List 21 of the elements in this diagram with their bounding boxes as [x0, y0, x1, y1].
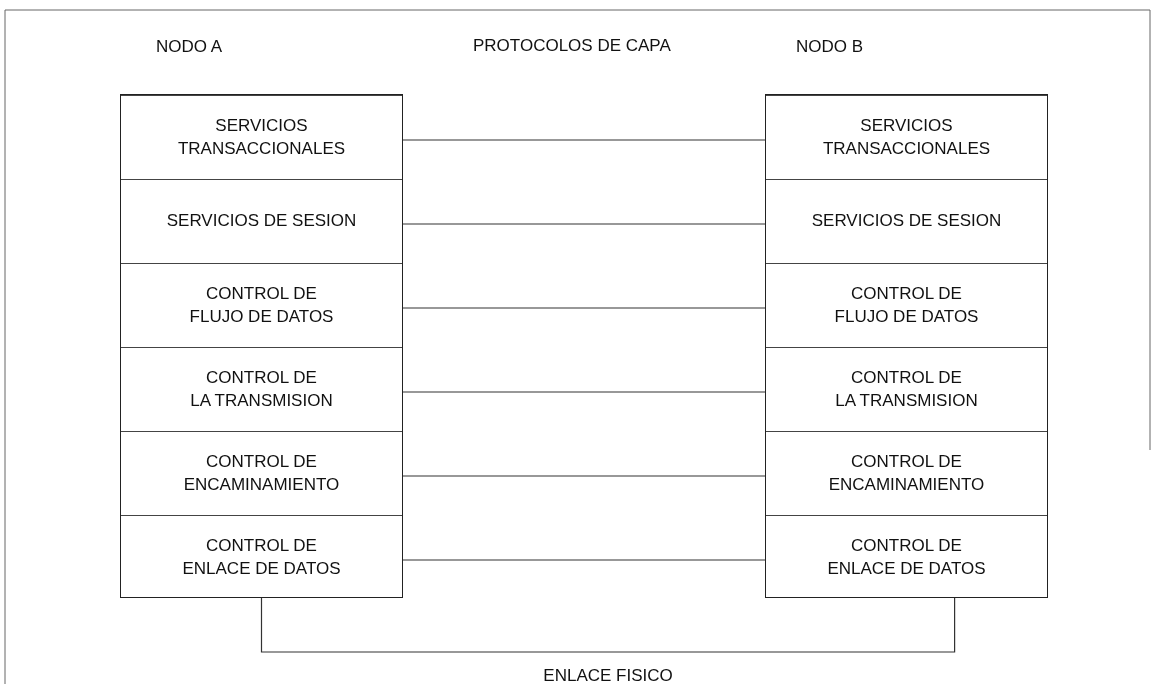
connector-line: [402, 391, 766, 393]
connector-line: [260, 597, 956, 653]
connector-line: [402, 475, 766, 477]
layer-label: CONTROL DE LA TRANSMISION: [834, 367, 979, 412]
layer-label: CONTROL DE FLUJO DE DATOS: [188, 283, 335, 328]
layer-label: CONTROL DE LA TRANSMISION: [189, 367, 334, 412]
connector-line: [402, 139, 766, 141]
connector-line: [402, 223, 766, 225]
layer-label: SERVICIOS TRANSACCIONALES: [176, 115, 347, 160]
connector-line: [402, 307, 766, 309]
layer-label: CONTROL DE FLUJO DE DATOS: [833, 283, 980, 328]
layer-label: CONTROL DE ENCAMINAMIENTO: [182, 451, 341, 496]
node-heading: NODO A: [156, 37, 223, 57]
layer-label: CONTROL DE ENLACE DE DATOS: [181, 535, 342, 580]
layer-label: CONTROL DE ENCAMINAMIENTO: [827, 451, 986, 496]
layer-label: SERVICIOS DE SESION: [811, 210, 1002, 233]
node-heading: NODO B: [796, 37, 864, 57]
connector-line: [402, 559, 766, 561]
layer-label: SERVICIOS TRANSACCIONALES: [821, 115, 992, 160]
layer-label: SERVICIOS DE SESION: [166, 210, 357, 233]
layer-label: CONTROL DE ENLACE DE DATOS: [826, 535, 987, 580]
